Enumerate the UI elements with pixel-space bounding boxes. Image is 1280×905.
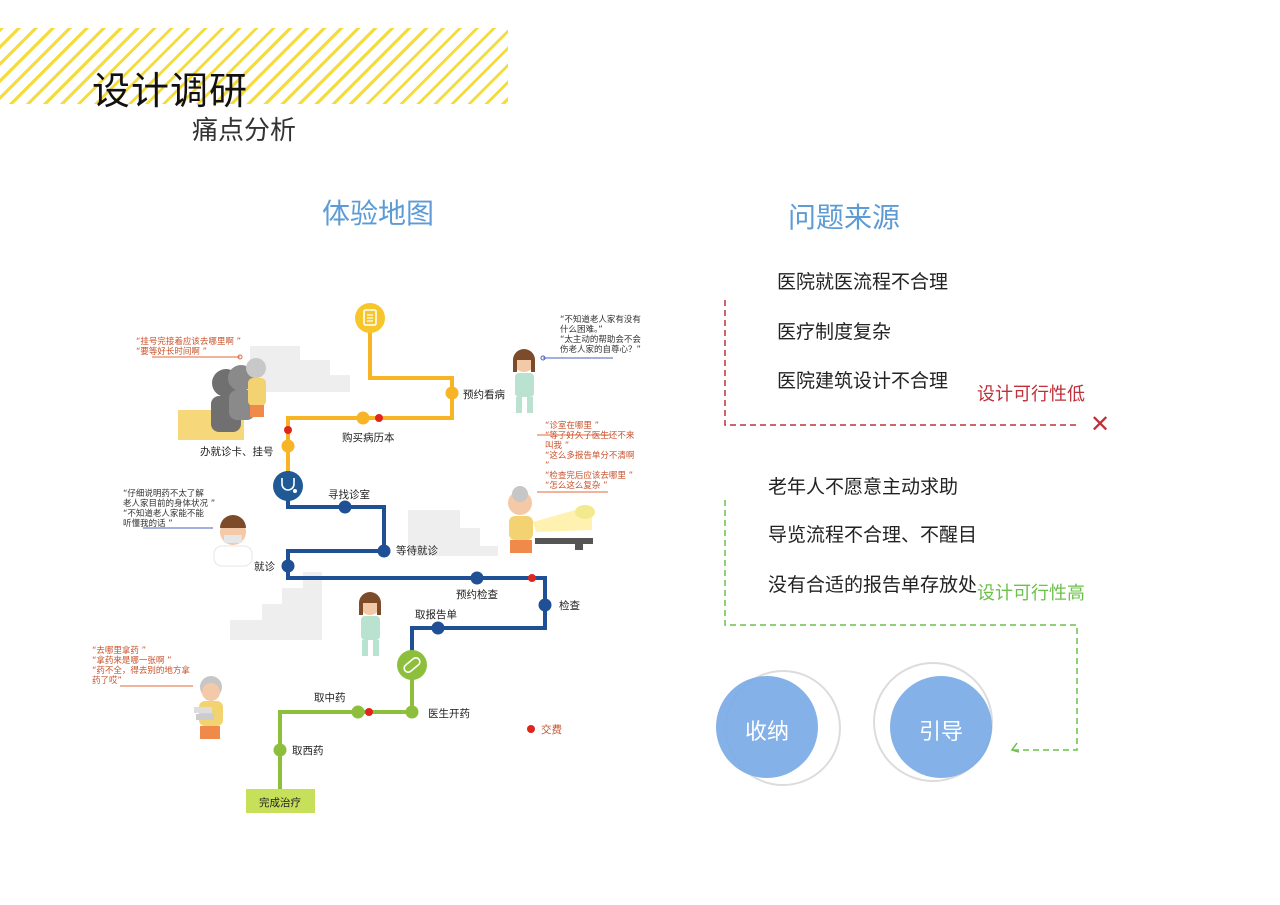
node-prescribe <box>405 705 419 719</box>
quote-patient-register: “挂号完接着应该去哪里啊 ” “要等好长时间啊 ” <box>136 337 242 357</box>
legend-pay-label: 交费 <box>541 724 562 736</box>
stethoscope-icon <box>273 471 303 501</box>
stair-shape-top <box>250 346 350 392</box>
label-consult: 就诊 <box>254 561 275 573</box>
label-book-exam: 预约检查 <box>456 589 498 601</box>
circle-guide <box>890 676 992 778</box>
node-wait <box>377 544 391 558</box>
feasibility-high-label: 设计可行性高 <box>977 583 1085 604</box>
stair-shape-mid <box>408 510 498 556</box>
node-chinese-med <box>351 705 365 719</box>
solution-guide-label: 引导 <box>919 720 964 745</box>
label-prescribe: 医生开药 <box>428 708 470 720</box>
clipboard-icon <box>355 303 385 333</box>
arrow-head <box>1010 742 1020 753</box>
quote-nurse: “不知道老人家有没有 什么困难。” “太主动的帮助会不会 伤老人家的自尊心？” <box>560 315 641 355</box>
label-buy-record: 购买病历本 <box>342 432 395 444</box>
problem-high-2: 导览流程不合理、不醒目 <box>768 524 978 546</box>
quote-line-end <box>237 354 243 360</box>
circle-storage <box>716 676 818 778</box>
node-consult <box>281 559 295 573</box>
pill-icon <box>397 650 427 680</box>
circle-outline-guide <box>873 662 993 782</box>
bracket-high <box>724 500 1078 751</box>
node-register <box>281 439 295 453</box>
problem-low-3: 医院建筑设计不合理 <box>777 370 949 392</box>
label-get-report: 取报告单 <box>415 609 457 621</box>
problem-low-2: 医疗制度复杂 <box>777 321 892 343</box>
bracket-low <box>724 300 1078 426</box>
elderly-patient-figure <box>507 486 595 553</box>
stair-shape-low <box>230 572 322 640</box>
nurse-figure <box>513 349 535 413</box>
pay-dot <box>528 574 536 582</box>
node-book-exam <box>470 571 484 585</box>
label-exam: 检查 <box>559 600 580 612</box>
header-stripes <box>0 28 508 104</box>
legend-pay-dot <box>527 725 535 733</box>
quote-patient-medicine: “去哪里拿药 ” “拿药来是哪一张啊 ” “药不全，得去别的地方拿 药了哎” <box>92 646 190 686</box>
done-box <box>246 789 315 813</box>
node-find-room <box>338 500 352 514</box>
solution-storage-label: 收纳 <box>745 720 790 745</box>
elderly-medicine-figure <box>194 676 223 739</box>
family-group-figure <box>178 358 266 440</box>
pay-dot <box>375 414 383 422</box>
doctor-figure <box>213 515 253 567</box>
problems-title: 问题来源 <box>788 201 901 234</box>
map-title: 体验地图 <box>322 197 435 230</box>
node-book <box>445 386 459 400</box>
page-subtitle: 痛点分析 <box>192 116 297 146</box>
node-buy-record <box>356 411 370 425</box>
label-western-med: 取西药 <box>292 745 324 757</box>
nurse-figure-2 <box>359 592 381 656</box>
label-wait: 等待就诊 <box>396 545 438 557</box>
pay-dot <box>284 426 292 434</box>
quote-line-end <box>540 355 546 361</box>
quote-doctor: “仔细说明药不太了解 老人家目前的身体状况 ” “不知道老人家能不能 听懂我的话… <box>123 489 216 529</box>
stair-decorations <box>230 346 498 640</box>
page-title: 设计调研 <box>92 69 249 113</box>
feasibility-low-label: 设计可行性低 <box>977 384 1085 405</box>
problem-high-1: 老年人不愿意主动求助 <box>768 476 959 498</box>
node-get-report <box>431 621 445 635</box>
label-find-room: 寻找诊室 <box>328 489 370 501</box>
quote-patient-exam: “诊室在哪里 ” “等了好久了医生还不来 叫我 ” “这么多报告单分不清啊 ” … <box>545 421 635 491</box>
problem-high-3: 没有合适的报告单存放处 <box>768 574 978 596</box>
label-book: 预约看病 <box>463 389 505 401</box>
label-chinese-med: 取中药 <box>314 692 346 704</box>
label-register: 办就诊卡、挂号 <box>200 446 274 458</box>
node-exam <box>538 598 552 612</box>
problem-low-1: 医院就医流程不合理 <box>777 271 949 293</box>
pay-dot <box>365 708 373 716</box>
close-icon: ✕ <box>1090 410 1111 438</box>
label-done: 完成治疗 <box>259 797 301 809</box>
node-western-med <box>273 743 287 757</box>
